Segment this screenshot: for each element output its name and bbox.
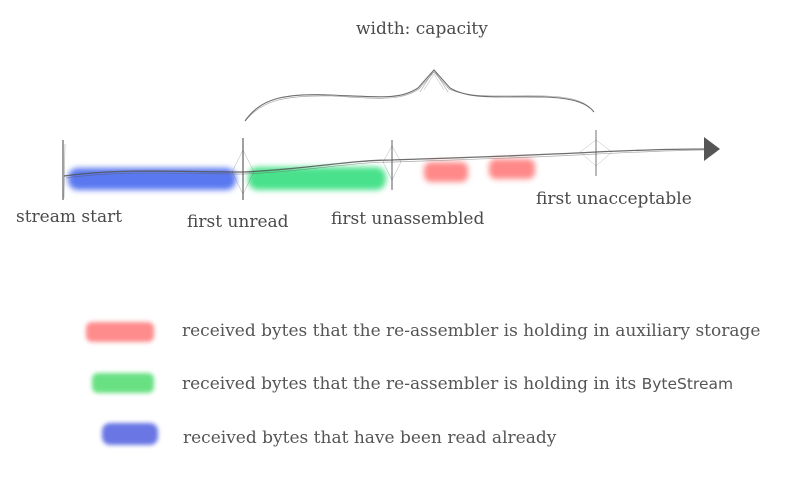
legend-text-auxiliary: received bytes that the re-assembler is … [182,321,761,341]
first-unacceptable-label: first unacceptable [536,189,692,209]
unassembled-bytes-region-1 [424,162,468,182]
legend-swatch-bytestream [92,373,154,393]
tick-first-unacceptable [579,130,613,176]
assembled-bytes-region [248,167,386,190]
legend-swatch-read [102,423,158,445]
capacity-brace [244,69,595,122]
tick-first-unassembled [382,140,402,190]
legend-item-bytestream: received bytes that the re-assembler is … [182,376,733,393]
legend-item-auxiliary: received bytes that the re-assembler is … [182,323,760,340]
legend-item-read: received bytes that have been read alrea… [183,430,556,447]
legend-text-read: received bytes that have been read alrea… [183,428,557,448]
tick-first-unread [231,138,255,200]
capacity-label: width: capacity [356,19,488,39]
legend-text-bytestream-term: ByteStream [641,375,734,393]
first-unread-label: first unread [187,212,289,232]
stream-start-label: stream start [16,207,123,227]
legend-swatch-auxiliary [86,322,154,342]
first-unassembled-label: first unassembled [331,209,485,229]
stream-arrowhead [704,137,720,161]
tick-stream-start [62,140,66,200]
legend-text-bytestream: received bytes that the re-assembler is … [182,374,637,394]
unassembled-bytes-region-2 [489,159,535,179]
